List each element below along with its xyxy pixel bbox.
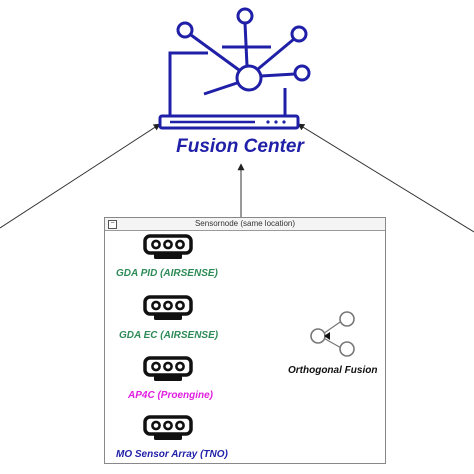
fusion-center-title: Fusion Center (176, 136, 304, 157)
sensornode-group-title: Sensornode (same location) (194, 219, 296, 228)
sensor-label-mo-sensor-array: MO Sensor Array (TNO) (116, 449, 228, 460)
sensor-label-gda-pid: GDA PID (AIRSENSE) (116, 268, 218, 279)
collapse-toggle-button[interactable]: − (108, 220, 117, 229)
orthogonal-fusion-label: Orthogonal Fusion (288, 365, 378, 376)
edge-left-to-fusion-center (0, 123, 161, 229)
sensornode-group-header: − Sensornode (same location) (105, 218, 385, 231)
fusion-center-icon (158, 7, 311, 130)
sensor-label-gda-ec: GDA EC (AIRSENSE) (119, 330, 219, 341)
sensor-label-ap4c: AP4C (Proengine) (128, 390, 214, 401)
edge-right-to-fusion-center (297, 123, 474, 233)
